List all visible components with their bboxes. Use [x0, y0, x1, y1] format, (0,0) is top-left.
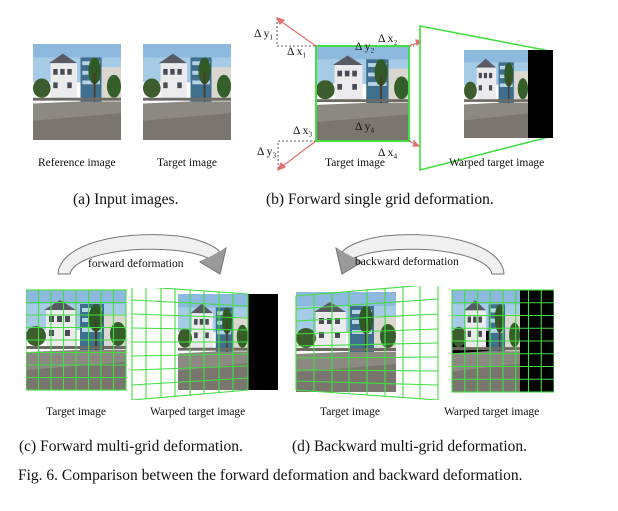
target-image-label-c: Target image [46, 406, 106, 418]
forward-arrow [50, 222, 230, 284]
delta-x2-label: Δ x₂ [378, 33, 397, 45]
delta-arrow-1 [279, 20, 316, 46]
warped-image-label-b: Warped target image [449, 157, 544, 169]
delta-arrow-3 [280, 141, 316, 168]
delta-x3-label: Δ x₃ [293, 125, 312, 137]
target-image-label-d: Target image [320, 406, 380, 418]
caption-d: (d) Backward multi-grid deformation. [292, 438, 527, 456]
caption-c: (c) Forward multi-grid deformation. [19, 438, 243, 456]
reference-image-label: Reference image [38, 157, 116, 169]
figure-caption: Fig. 6. Comparison between the forward d… [18, 467, 603, 485]
delta-y2-label: Δ y₂ [355, 41, 374, 53]
warped-image-label-d: Warped target image [444, 406, 539, 418]
warped-image-label-c: Warped target image [150, 406, 245, 418]
reference-image [33, 44, 121, 140]
target-image-label-b: Target image [325, 157, 385, 169]
delta-y3-label: Δ y₃ [257, 146, 276, 158]
target-image-a [143, 44, 231, 140]
single-grid-diagram [250, 10, 570, 180]
target-image-label-a: Target image [157, 157, 217, 169]
delta-y1-label: Δ y₁ [254, 28, 273, 40]
delta-x1-label: Δ x₁ [287, 46, 306, 58]
backward-grid-diagram [292, 286, 554, 400]
caption-b: (b) Forward single grid deformation. [266, 191, 494, 209]
backward-arrow [312, 222, 512, 284]
forward-grid-diagram [26, 288, 286, 400]
backward-deformation-label: backward deformation [355, 256, 459, 268]
forward-deformation-label: forward deformation [88, 258, 183, 270]
caption-a: (a) Input images. [73, 191, 178, 209]
delta-y4-label: Δ y₄ [355, 121, 374, 133]
